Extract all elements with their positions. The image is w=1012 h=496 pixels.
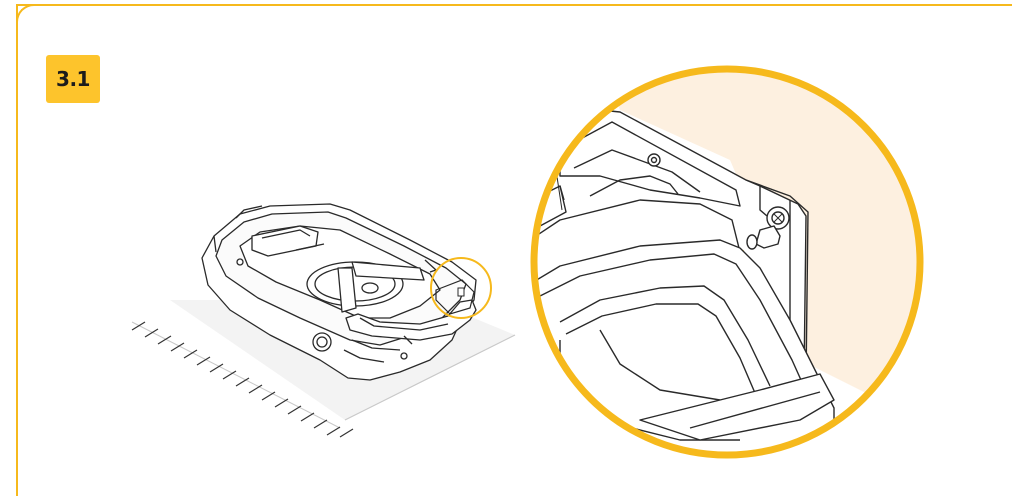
detail-highlight-circle xyxy=(430,257,492,319)
frame-top-border xyxy=(18,4,1012,6)
zoom-detail xyxy=(530,65,924,459)
frame-left-border xyxy=(16,4,18,496)
mower-body xyxy=(201,203,477,381)
step-number-badge: 3.1 xyxy=(46,55,100,103)
zoom-ring xyxy=(530,65,924,459)
